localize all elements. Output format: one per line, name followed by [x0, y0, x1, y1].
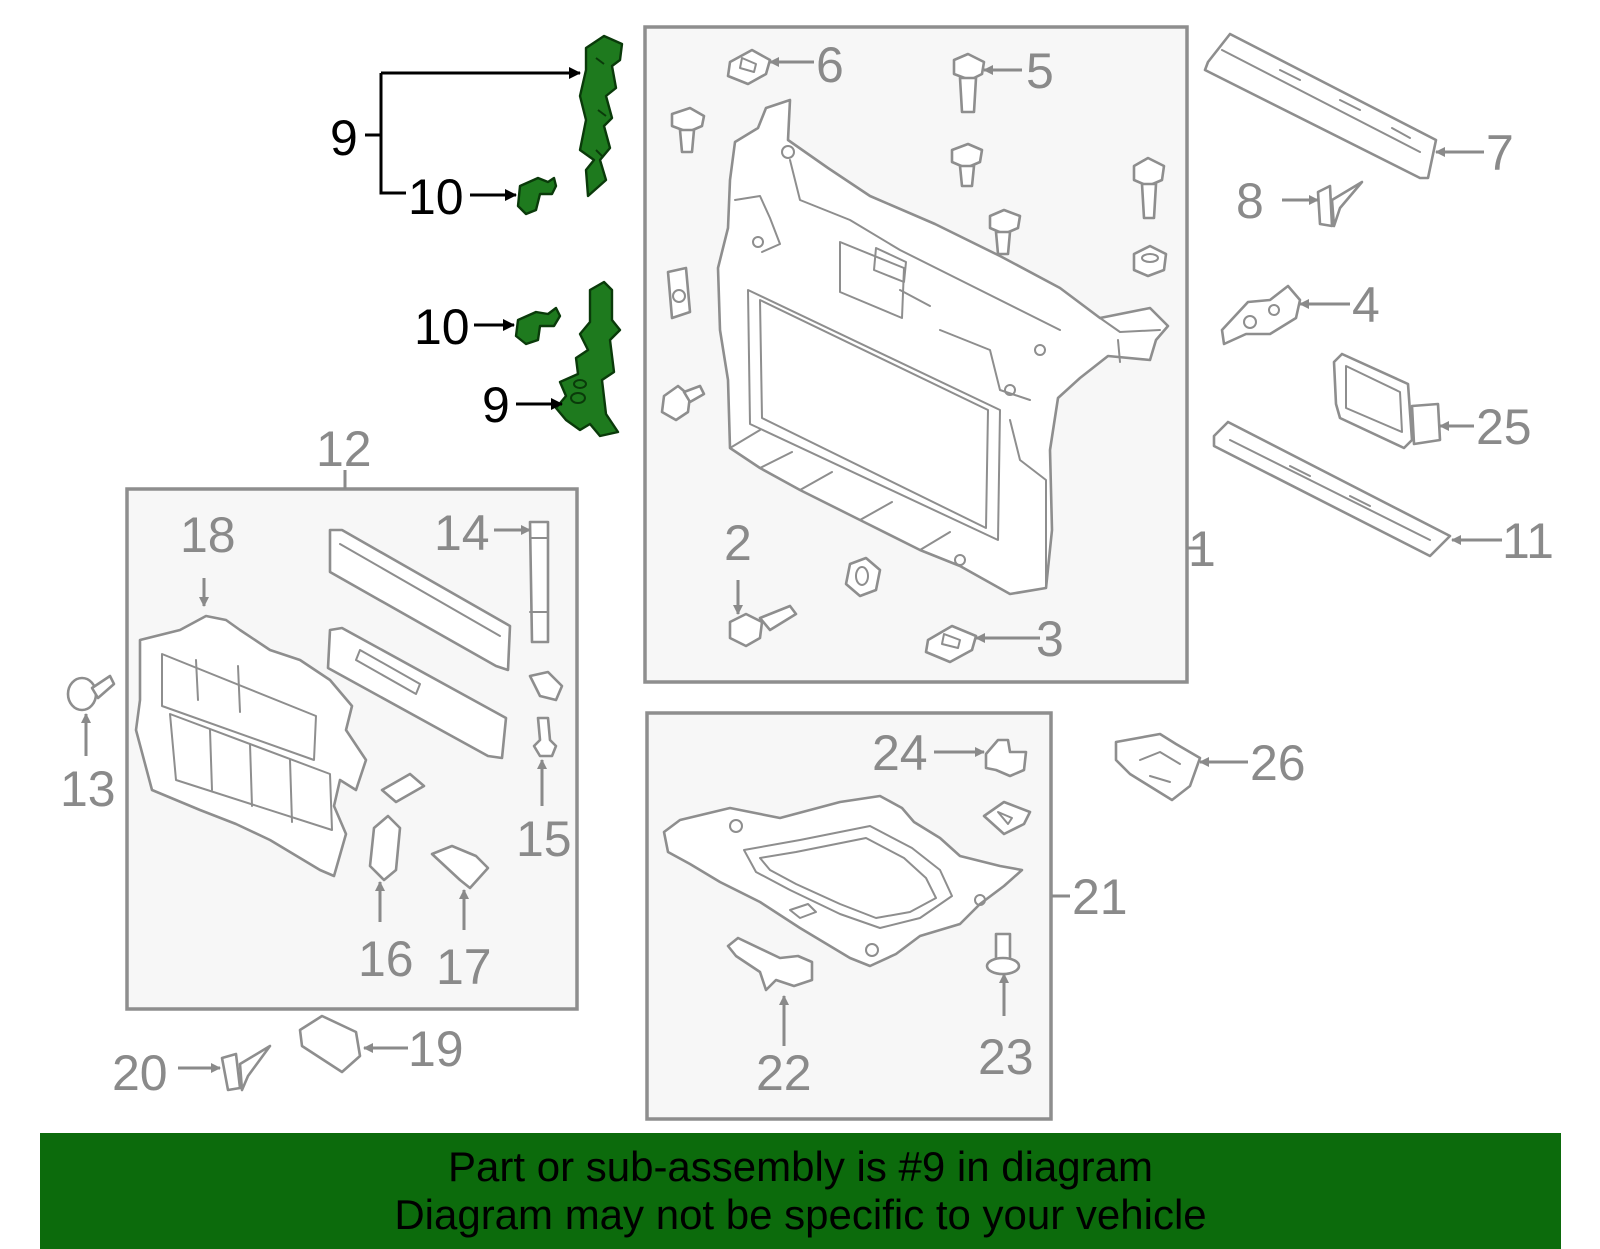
nut-center[interactable]: [844, 556, 882, 598]
bolt-small-1[interactable]: [670, 106, 706, 154]
clip-box12-a[interactable]: [528, 670, 564, 702]
part-6-nut[interactable]: [726, 48, 772, 86]
callout-10-lower: 10: [414, 299, 470, 355]
callout-16: 16: [358, 931, 414, 987]
part-9-lower-bracket[interactable]: [554, 280, 622, 438]
part-18-shutter-assembly[interactable]: [134, 614, 368, 878]
callout-24: 24: [872, 725, 928, 781]
callout-9-upper: 9: [330, 110, 358, 166]
callout-22: 22: [756, 1045, 812, 1101]
part-21-splash-shield[interactable]: [662, 794, 1024, 968]
part-15-clip[interactable]: [532, 716, 558, 758]
banner-line-2: Diagram may not be specific to your vehi…: [394, 1191, 1207, 1238]
part-9-upper-bracket[interactable]: [578, 34, 624, 198]
callout-8: 8: [1236, 173, 1264, 229]
part-10-lower-screw[interactable]: [514, 306, 562, 346]
callout-20: 20: [112, 1045, 168, 1101]
callout-25: 25: [1476, 399, 1532, 455]
callout-7: 7: [1486, 125, 1514, 181]
bolt-small-3[interactable]: [988, 208, 1022, 256]
part-13-pin[interactable]: [66, 674, 116, 712]
callout-6: 6: [816, 37, 844, 93]
callout-13: 13: [60, 761, 116, 817]
part-26-bracket[interactable]: [1114, 732, 1202, 802]
part-11-lower-deflector[interactable]: [1212, 420, 1452, 558]
part-4-bracket[interactable]: [1220, 284, 1302, 346]
part-17-clip[interactable]: [430, 844, 490, 890]
callout-9-lower: 9: [482, 377, 510, 433]
part-20-clip[interactable]: [220, 1044, 272, 1092]
part-16-bracket[interactable]: [368, 814, 402, 882]
callout-1: 1: [1188, 521, 1216, 577]
leader-lines: [81, 57, 1502, 1073]
callout-21: 21: [1072, 869, 1128, 925]
callout-12: 12: [316, 421, 372, 477]
part-19-block[interactable]: [298, 1014, 362, 1074]
shutter-vane-upper[interactable]: [328, 528, 512, 672]
callout-15: 15: [516, 811, 572, 867]
callout-5: 5: [1026, 43, 1054, 99]
shutter-vane-lower[interactable]: [326, 626, 508, 760]
callout-11: 11: [1502, 513, 1554, 569]
callout-26: 26: [1250, 735, 1306, 791]
part-14-actuator-rod[interactable]: [528, 520, 550, 644]
callout-4: 4: [1352, 277, 1380, 333]
callout-14: 14: [434, 505, 490, 561]
part-5-bolt[interactable]: [952, 52, 986, 114]
callout-19: 19: [408, 1021, 464, 1077]
part-1-radiator-support[interactable]: [716, 98, 1170, 596]
callout-18: 18: [180, 507, 236, 563]
info-banner: Part or sub-assembly is #9 in diagram Di…: [40, 1133, 1561, 1249]
bolt-small-2[interactable]: [950, 142, 984, 188]
part-25-sensor[interactable]: [1332, 352, 1442, 450]
banner-line-1: Part or sub-assembly is #9 in diagram: [448, 1143, 1153, 1190]
callout-10-upper: 10: [408, 169, 464, 225]
callout-9-10-bracket-lines: [365, 67, 581, 410]
callout-2: 2: [724, 515, 752, 571]
callout-17: 17: [436, 939, 492, 995]
part-8-clip[interactable]: [1316, 180, 1364, 228]
bolt-small-4[interactable]: [1132, 156, 1166, 220]
callout-3: 3: [1036, 611, 1064, 667]
part-2-bolt[interactable]: [728, 604, 798, 648]
nut-small-1[interactable]: [1132, 244, 1168, 278]
nut-box21[interactable]: [982, 800, 1032, 836]
callout-23: 23: [978, 1029, 1034, 1085]
part-7-upper-deflector[interactable]: [1203, 32, 1438, 180]
small-block-box12[interactable]: [380, 772, 426, 804]
part-10-upper-screw[interactable]: [516, 176, 558, 216]
part-3-nut[interactable]: [924, 624, 978, 664]
clip-left[interactable]: [666, 266, 692, 320]
push-pin-left[interactable]: [660, 384, 706, 422]
part-22-bracket[interactable]: [726, 936, 814, 992]
part-24-clip[interactable]: [984, 738, 1028, 778]
